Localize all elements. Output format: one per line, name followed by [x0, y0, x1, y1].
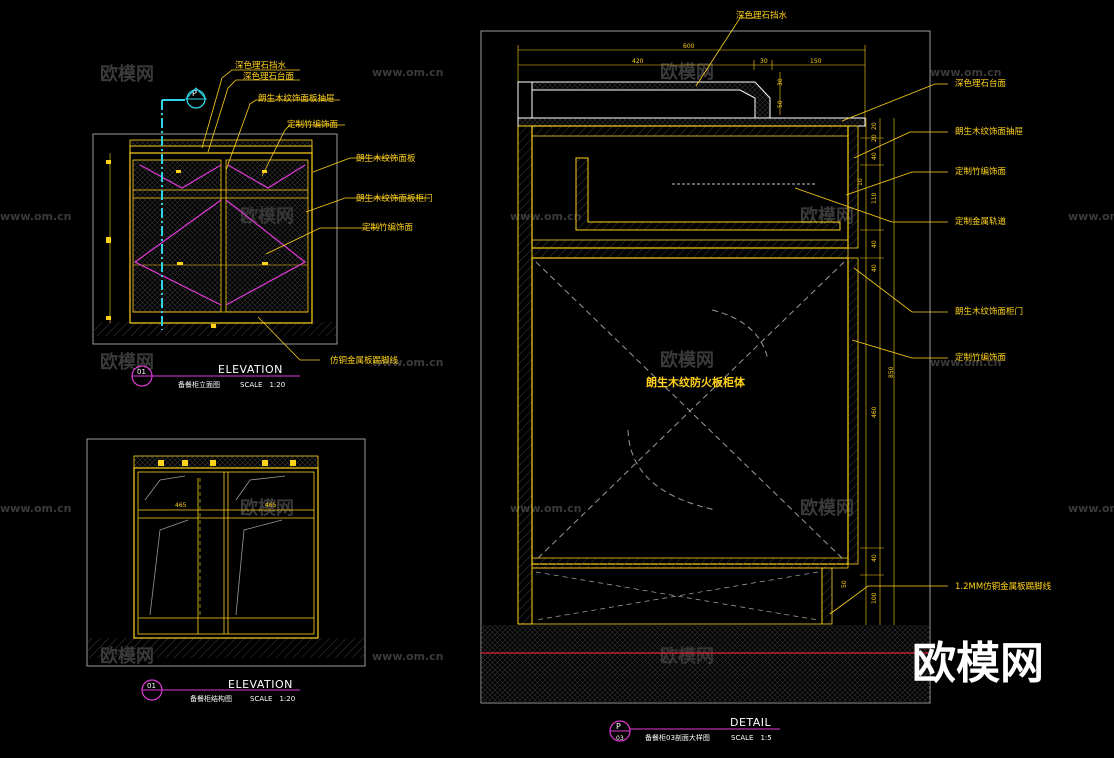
- dim-label: 30: [760, 58, 768, 65]
- watermark-logo: 欧模网: [660, 61, 714, 83]
- label-skirting: 1.2MM仿铜金属板踢脚线: [955, 581, 1052, 592]
- title-sub: 备餐柜结构图: [190, 694, 232, 703]
- title-sub: 备餐柜03剖面大样图: [645, 733, 710, 742]
- watermark-site: www.om.cn: [1068, 502, 1114, 515]
- label-rail: 定制金属轨道: [955, 216, 1007, 227]
- watermark-site: www.om.cn: [372, 356, 444, 369]
- title-block-a: 01 ELEVATION 备餐柜立面图 SCALE 1:20: [131, 363, 300, 389]
- dim-label: 30: [777, 78, 784, 86]
- svg-text:01: 01: [137, 368, 146, 376]
- section-mark: P: [184, 87, 208, 109]
- cabinet-side-left: [517, 125, 533, 625]
- watermark-logo: 欧模网: [800, 497, 854, 519]
- svg-text:110: 110: [871, 192, 878, 204]
- title-block-c: P 03 DETAIL 备餐柜03剖面大样图 SCALE 1:5: [609, 716, 780, 742]
- title-name: ELEVATION: [228, 678, 293, 691]
- label-marble-splash: 深色理石挡水: [235, 60, 287, 71]
- floor-hatch: [93, 322, 337, 336]
- watermark-site: www.om.cn: [372, 650, 444, 663]
- label-bamboo: 定制竹编饰面: [287, 119, 339, 130]
- label-bamboo: 定制竹编饰面: [955, 166, 1007, 177]
- svg-text:01: 01: [147, 682, 156, 690]
- marble-top: [517, 117, 866, 127]
- cabinet-body: [129, 152, 313, 324]
- floor-hatch: [481, 625, 930, 703]
- svg-text:100: 100: [871, 592, 878, 604]
- cabinet-panel-left: [132, 159, 222, 313]
- svg-text:40: 40: [871, 554, 878, 562]
- panel-frame: [86, 438, 366, 667]
- label-wood-door: 朗生木纹饰面柜门: [955, 306, 1023, 317]
- dim-label: 150: [810, 58, 822, 65]
- svg-text:40: 40: [871, 152, 878, 160]
- panel-elevation-structure: 465 465 01 ELEVATION 备餐柜结构图 SCALE 1:20: [86, 438, 366, 703]
- svg-text:40: 40: [871, 240, 878, 248]
- svg-text:P: P: [192, 89, 197, 98]
- svg-text:460: 460: [871, 406, 878, 418]
- watermark-logo: 欧模网: [100, 351, 154, 373]
- label-marble-splash: 深色理石挡水: [736, 10, 788, 21]
- svg-text:10: 10: [857, 178, 864, 186]
- watermark-logo: 欧模网: [240, 497, 294, 519]
- watermark-site: www.om.cn: [372, 66, 444, 79]
- watermark-logo: 欧模网: [660, 349, 714, 371]
- panel-elevation-front: P 深色理石挡水 深色理石台面 朗生木纹饰面板抽屉 定制竹编饰面 朗生木纹饰面板…: [92, 60, 433, 389]
- title-scale: SCALE 1:5: [731, 734, 772, 742]
- right-dims: 20 20 40 10 110 40 40 460 40 50 100 850: [841, 122, 895, 604]
- title-scale: SCALE 1:20: [240, 381, 285, 389]
- dim-label: 420: [632, 58, 644, 65]
- watermark-logo: 欧模网: [100, 63, 154, 85]
- watermark-site: www.om.cn: [0, 502, 72, 515]
- marble-top: [129, 145, 313, 154]
- panel-frame: [92, 133, 338, 345]
- watermark-site: www.om.cn: [930, 356, 1002, 369]
- label-marble-top: 深色理石台面: [955, 78, 1007, 89]
- watermark-site: www.om.cn: [0, 210, 72, 223]
- dim-label: 465: [265, 502, 277, 509]
- floor-hatch: [87, 638, 365, 658]
- svg-text:03: 03: [616, 735, 624, 742]
- label-bamboo: 定制竹编饰面: [362, 222, 414, 233]
- svg-text:P: P: [616, 722, 621, 731]
- brand-logo: 欧模网: [912, 638, 1044, 689]
- opening-lines: [133, 164, 307, 306]
- title-block-b: 01 ELEVATION 备餐柜结构图 SCALE 1:20: [141, 678, 300, 703]
- watermark-layer: 欧模网 www.om.cn 欧模网 www.om.cn www.om.cn 欧模…: [0, 61, 1114, 667]
- dim-label: 465: [175, 502, 187, 509]
- title-name: ELEVATION: [218, 363, 283, 376]
- watermark-site: www.om.cn: [1068, 210, 1114, 223]
- label-skirting: 仿铜金属板踢脚线: [330, 355, 399, 366]
- svg-text:20: 20: [871, 134, 878, 142]
- cabinet-body-label: 朗生木纹防火板柜体: [646, 375, 746, 389]
- dim-label: 50: [777, 100, 784, 108]
- label-bamboo: 定制竹编饰面: [955, 352, 1007, 363]
- label-wood-door: 朗生木纹饰面板柜门: [356, 193, 433, 204]
- marble-splash: [129, 139, 313, 147]
- cabinet-panel-right: [225, 159, 309, 313]
- label-wood-drawer: 朗生木纹饰面板抽屉: [258, 93, 335, 104]
- structure-body: [133, 467, 319, 639]
- svg-text:40: 40: [871, 264, 878, 272]
- svg-text:50: 50: [841, 580, 848, 588]
- svg-text:20: 20: [871, 122, 878, 130]
- dim-total-height: 850: [888, 366, 895, 378]
- title-scale: SCALE 1:20: [250, 695, 295, 703]
- title-sub: 备餐柜立面图: [178, 380, 220, 389]
- watermark-site: www.om.cn: [930, 66, 1002, 79]
- label-wood-drawer: 朗生木纹饰面抽屉: [955, 126, 1023, 137]
- dim-total-width: 600: [683, 43, 695, 50]
- title-name: DETAIL: [730, 716, 772, 729]
- label-marble-top: 深色理石台面: [243, 71, 295, 82]
- marble-splash: [531, 81, 771, 119]
- label-wood-panel: 朗生木纹饰面板: [356, 153, 416, 164]
- panel-detail: 600 420 30 150 30 50 朗生木纹防火板柜体: [480, 10, 1052, 742]
